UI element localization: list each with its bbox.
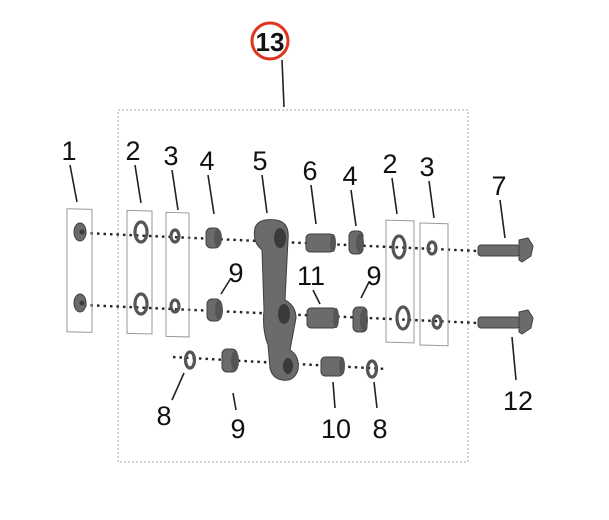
bushing-part	[205, 227, 368, 373]
group-box-2-right	[385, 219, 415, 344]
nut-part	[73, 222, 87, 313]
label-bushing-right: 4	[342, 161, 357, 191]
label-o-ring: 8	[156, 401, 171, 431]
group-box-1	[66, 208, 93, 333]
bolt-part	[477, 237, 534, 335]
axis-line-bottom	[172, 355, 387, 371]
label-nut: 1	[61, 136, 76, 166]
label-bushing-9-right: 9	[366, 261, 381, 291]
label-sleeve-11: 11	[297, 261, 325, 291]
label-washer-right: 2	[382, 149, 397, 179]
group-box-3-right	[419, 222, 449, 347]
o-ring-part	[183, 350, 379, 379]
label-sleeve-10: 10	[321, 414, 351, 444]
label-bushing-9: 9	[228, 258, 243, 288]
label-washer-small-right: 3	[419, 152, 434, 182]
label-bushing: 4	[199, 146, 214, 176]
label-washer: 2	[125, 136, 140, 166]
leader-lines	[69, 164, 517, 411]
group-box-3-left	[165, 211, 190, 338]
washer-part-right	[391, 234, 443, 331]
sleeve-part	[305, 233, 345, 377]
rocker-arm-part	[253, 219, 299, 381]
washer-part	[133, 220, 181, 316]
label-washer-small: 3	[163, 141, 178, 171]
label-o-ring-right: 8	[372, 414, 387, 444]
label-bolt-lower: 12	[503, 386, 533, 416]
group-box-2-left	[126, 209, 153, 335]
callout-circle	[250, 21, 290, 61]
label-rocker-arm: 5	[252, 146, 267, 176]
label-sleeve: 6	[302, 156, 317, 186]
label-bolt-upper: 7	[491, 171, 506, 201]
callout-leader	[281, 59, 285, 108]
label-bushing-9-lower: 9	[230, 414, 245, 444]
assembly-number: 13	[256, 27, 285, 57]
assembly-callout: 13	[250, 21, 290, 108]
assembly-boundary	[117, 109, 469, 463]
